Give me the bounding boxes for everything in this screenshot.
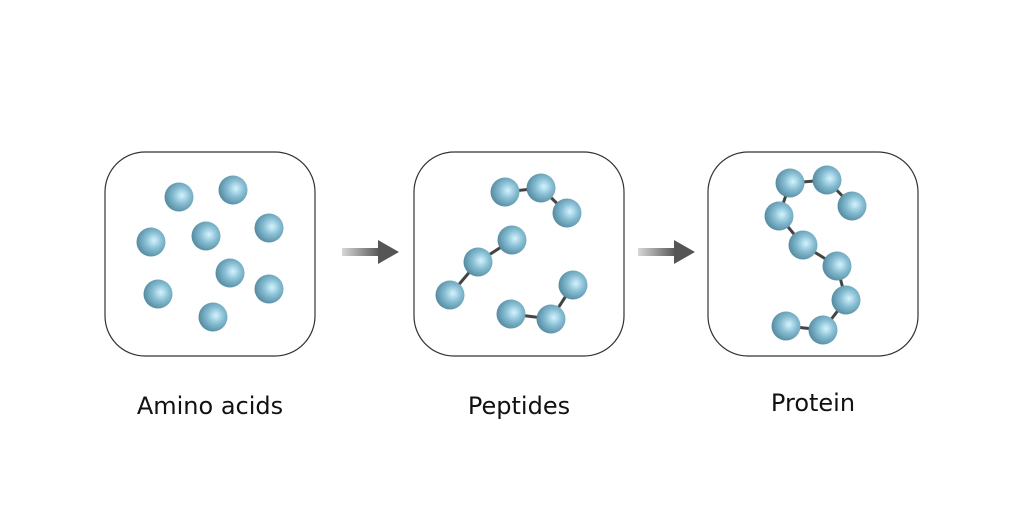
amino-acid-sphere <box>218 175 248 205</box>
amino-acid-sphere <box>136 227 166 257</box>
amino-acid-sphere <box>435 280 465 310</box>
amino-acid-sphere <box>822 251 852 281</box>
amino-acid-sphere <box>254 274 284 304</box>
amino-acid-sphere <box>764 201 794 231</box>
amino-acid-sphere <box>143 279 173 309</box>
amino-acid-sphere <box>215 258 245 288</box>
arrow-icon <box>638 240 695 264</box>
amino-acid-sphere <box>463 247 493 277</box>
amino-acid-sphere <box>490 177 520 207</box>
amino-acid-sphere <box>552 198 582 228</box>
amino-acid-sphere <box>254 213 284 243</box>
amino-acids-label: Amino acids <box>136 392 284 420</box>
amino-acid-sphere <box>837 191 867 221</box>
amino-acid-sphere <box>496 299 526 329</box>
amino-acid-sphere <box>831 285 861 315</box>
amino-acid-sphere <box>775 168 805 198</box>
amino-acid-sphere <box>497 225 527 255</box>
amino-acid-sphere <box>808 315 838 345</box>
peptides-label: Peptides <box>467 392 571 420</box>
amino-acid-sphere <box>198 302 228 332</box>
protein-label: Protein <box>770 389 856 417</box>
amino-acid-sphere <box>191 221 221 251</box>
amino-acid-sphere <box>788 230 818 260</box>
arrow-icon <box>342 240 399 264</box>
amino-acid-sphere <box>164 182 194 212</box>
amino-acid-sphere <box>812 165 842 195</box>
amino-acid-sphere <box>558 270 588 300</box>
amino-acid-sphere <box>771 311 801 341</box>
amino-acid-sphere <box>526 173 556 203</box>
amino-acid-sphere <box>536 304 566 334</box>
